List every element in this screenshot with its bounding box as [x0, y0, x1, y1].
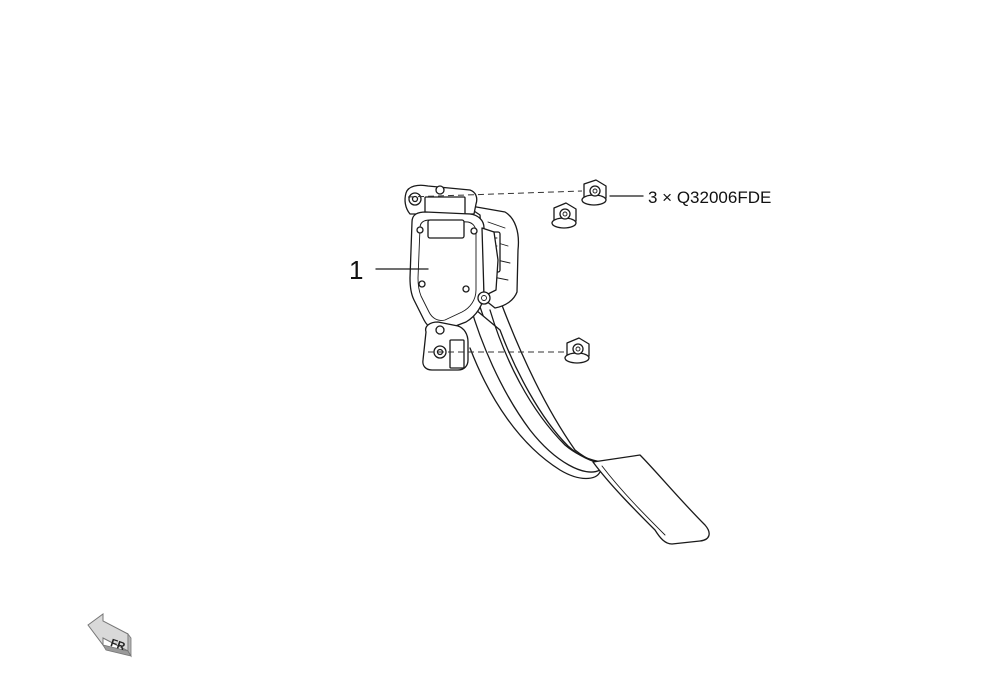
front-direction-arrow-icon: FR	[87, 613, 132, 658]
pedal-foot-pad	[592, 454, 710, 545]
pedal-sensor-housing	[404, 184, 520, 371]
fastener-callout: 3 × Q32006FDE	[648, 188, 771, 207]
flange-nut-middle	[551, 202, 577, 229]
pedal-arm	[469, 299, 641, 480]
assembly-lines	[407, 190, 583, 353]
flange-nut-top	[581, 179, 607, 206]
flange-nut-bottom	[564, 337, 590, 364]
part-callout: 1	[349, 255, 363, 285]
direction-label: FR	[109, 637, 127, 653]
